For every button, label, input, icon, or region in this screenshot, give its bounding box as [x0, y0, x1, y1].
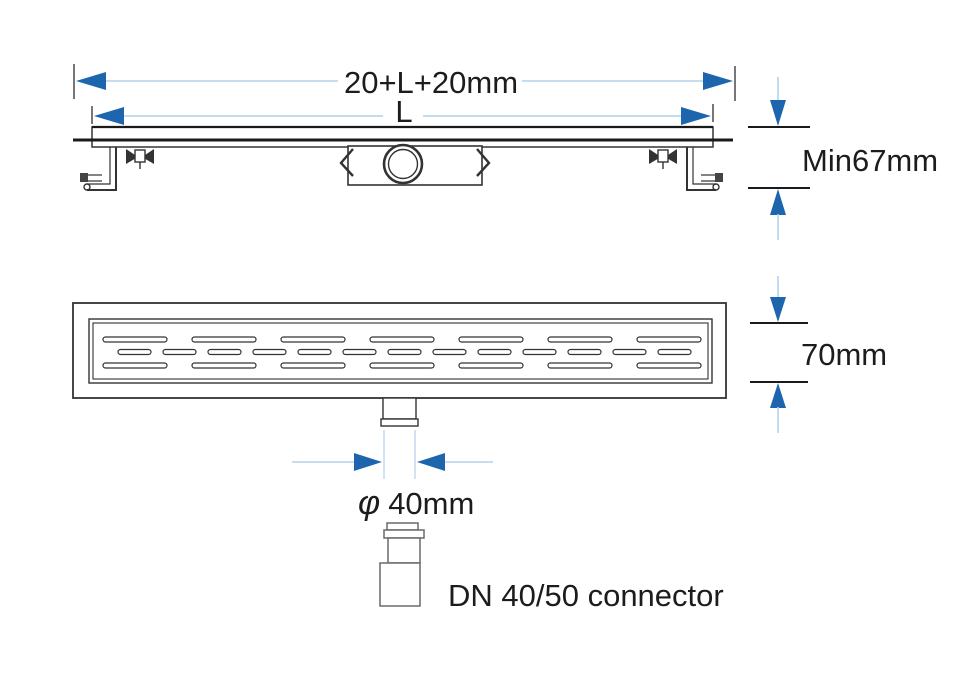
grate-slot — [207, 348, 242, 356]
dim-channel-width-label: 70mm — [801, 337, 887, 372]
grate-slot — [280, 336, 346, 343]
grate-slot — [117, 348, 152, 356]
grate-slot — [477, 348, 512, 356]
dim-trough-length: L — [91, 94, 714, 129]
grate-slot — [522, 348, 557, 356]
grate-slot — [636, 362, 702, 369]
left-wingnut-wing-b — [142, 149, 154, 164]
grate-slot — [162, 348, 197, 356]
dim-channel-width: 70mm — [750, 276, 887, 433]
connector-lip — [386, 522, 419, 531]
right-bracket-foot-cap — [712, 183, 720, 191]
right-wingnut-hub — [657, 149, 669, 163]
grate-slot — [191, 336, 257, 343]
left-bracket-bar-outer — [87, 147, 117, 191]
connector-label: DN 40/50 connector — [448, 578, 724, 613]
dim-70-arrow-down — [770, 297, 786, 322]
grate-slot — [280, 362, 346, 369]
right-bracket-bar-outer — [686, 147, 716, 191]
dim-l-arrow-right — [681, 107, 711, 125]
grate-slot — [458, 336, 524, 343]
grate-slot — [432, 348, 467, 356]
grate-slot — [612, 348, 647, 356]
dim-40-arrow-left — [354, 453, 382, 471]
grate-slot — [387, 348, 422, 356]
grate-slot — [369, 362, 435, 369]
grate-slot — [342, 348, 377, 356]
dim-total-length-label: 20+L+20mm — [344, 65, 518, 100]
left-bracket-foot-cap — [83, 183, 91, 191]
grate-slot — [102, 336, 168, 343]
connector-flange — [383, 529, 425, 539]
right-bracket-screw-head — [715, 173, 723, 182]
connector-body — [379, 562, 421, 607]
dim-min-height: Min67mm — [748, 77, 938, 240]
left-wingnut-hub — [134, 149, 146, 163]
grate-slot — [102, 362, 168, 369]
dim-min67-arrow-down — [770, 100, 786, 126]
grate-slot-pattern — [102, 336, 702, 369]
dim-total-arrow-left — [76, 72, 106, 90]
outlet-circle-inner — [387, 148, 419, 180]
grate-slot — [547, 336, 613, 343]
dim-total-length: 20+L+20mm — [73, 64, 736, 101]
outlet-stub-lip — [380, 418, 419, 427]
outlet-circle-outer — [382, 143, 424, 185]
grate-slot — [567, 348, 602, 356]
side-view-channel — [73, 125, 733, 186]
outlet-stub — [382, 397, 417, 420]
trap-clip-right — [476, 148, 491, 177]
right-bracket-bar-inner — [692, 147, 716, 185]
dim-trough-length-label: L — [395, 94, 412, 129]
grate-slot — [547, 362, 613, 369]
grate-frame-inner — [92, 322, 709, 380]
plan-view — [72, 302, 727, 427]
connector-drawing — [379, 522, 425, 607]
connector-neck — [387, 537, 421, 564]
left-bracket-screw-head — [80, 173, 88, 182]
grate-slot — [458, 362, 524, 369]
grate-slot — [191, 362, 257, 369]
right-wingnut-wing-b — [649, 149, 661, 164]
dim-40-arrow-right — [417, 453, 445, 471]
dim-min67-arrow-up — [770, 189, 786, 215]
phi-symbol: φ — [358, 484, 380, 522]
right-wingnut-wing-a — [665, 149, 677, 164]
left-bracket-bar-inner — [87, 147, 111, 185]
grate-slot — [636, 336, 702, 343]
grate-slot — [657, 348, 692, 356]
dim-total-arrow-right — [703, 72, 733, 90]
dim-min-height-label: Min67mm — [802, 143, 938, 178]
dim-l-arrow-left — [94, 107, 124, 125]
dim-70-arrow-up — [770, 383, 786, 408]
grate-slot — [252, 348, 287, 356]
left-wingnut-wing-a — [126, 149, 138, 164]
left-mounting-bracket — [80, 147, 154, 191]
right-mounting-bracket — [649, 147, 723, 191]
trap-clip-left — [339, 148, 354, 177]
outlet-diameter-value: 40mm — [388, 486, 474, 521]
grate-slot — [297, 348, 332, 356]
grate-slot — [369, 336, 435, 343]
